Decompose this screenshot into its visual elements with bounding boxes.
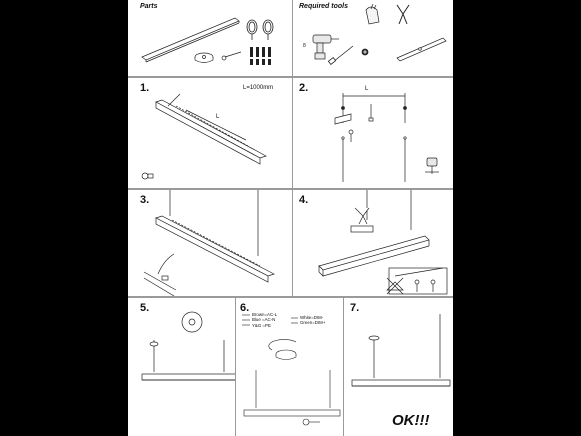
svg-text:8: 8 — [303, 43, 306, 49]
step-3-illustration — [143, 190, 275, 296]
tools-illustration: 8 — [303, 3, 447, 65]
step-4-panel: 4. — [293, 189, 453, 297]
step-6-number: 6. — [240, 302, 250, 314]
step-6-illustration — [242, 314, 341, 426]
step-7-panel: 7. OK!!! — [344, 297, 453, 436]
step-2-illustration — [334, 93, 439, 182]
wall-plug-icon — [250, 47, 271, 65]
tools-panel: Required tools 8 — [293, 0, 453, 77]
light-bar-icon — [141, 17, 240, 63]
step-2-number: 2. — [299, 82, 309, 94]
wire-white-label: White=DIM- — [300, 315, 324, 320]
tools-label: Required tools — [299, 3, 349, 10]
instruction-sheet: Parts — [128, 0, 453, 436]
wire-legend-left: Brown=AC-L Blue =AC-N Y&G =PE — [252, 312, 277, 328]
parts-label: Parts — [140, 3, 158, 10]
wire-legend-right: White=DIM- Green=DIM+ — [300, 315, 325, 326]
step-2-panel: 2. L — [293, 77, 453, 189]
step-7-illustration — [351, 314, 451, 387]
wire-green-label: Green=DIM+ — [300, 320, 326, 326]
parts-panel: Parts — [128, 0, 293, 77]
cable-coil-icon — [246, 19, 274, 40]
step-5-number: 5. — [140, 302, 150, 314]
wire-brown-label: Brown=AC-L — [252, 312, 278, 317]
drill-icon — [312, 34, 339, 60]
step-1-panel: 1. L=1000mm L — [128, 77, 293, 189]
mounting-clip-icon — [221, 51, 242, 61]
gloves-icon — [365, 3, 380, 25]
wire-yg-label: Y&G =PE — [252, 322, 271, 328]
step-2-dim-label: L — [365, 86, 369, 92]
step-1-illustration — [141, 93, 267, 180]
step-7-number: 7. — [350, 302, 360, 314]
level-icon — [396, 37, 447, 62]
step-1-dim-label: L — [216, 114, 220, 120]
pliers-icon — [396, 4, 410, 25]
step-4-illustration — [318, 190, 448, 295]
screwdriver-icon — [327, 45, 369, 65]
step-1-number: 1. — [140, 82, 150, 94]
parts-illustration — [141, 17, 274, 65]
step-5-panel: 5. — [128, 297, 236, 436]
step-4-number: 4. — [299, 194, 309, 206]
finish-label: OK!!! — [392, 412, 430, 429]
step-5-illustration — [141, 311, 235, 381]
step-3-panel: 3. — [128, 189, 293, 297]
step-6-panel: 6. Brown=AC-L Blue =AC-N Y&G =PE White=D… — [236, 297, 344, 436]
step-3-number: 3. — [140, 194, 150, 206]
wire-blue-label: Blue =AC-N — [252, 317, 276, 323]
ceiling-canopy-icon — [194, 52, 214, 63]
step-1-length-label: L=1000mm — [243, 85, 274, 91]
